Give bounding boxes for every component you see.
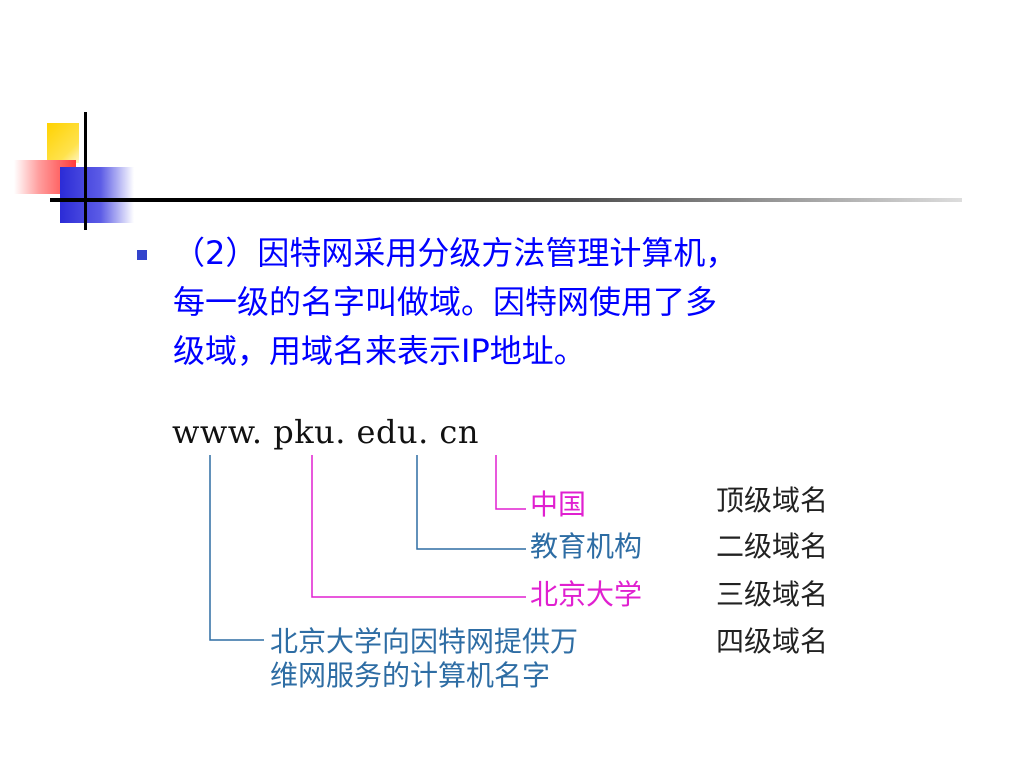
domain-name-example: www. pku. edu. cn: [172, 413, 479, 451]
bullet-text-line: 每一级的名字叫做域。因特网使用了多: [173, 283, 718, 321]
decor-blue-square: [60, 167, 134, 223]
connector-pku: [311, 455, 526, 598]
meaning-label-line: 维网服务的计算机名字: [270, 659, 551, 692]
meaning-label-edu: 教育机构: [530, 530, 643, 563]
level-label-third: 三级域名: [716, 578, 829, 611]
meaning-label-cn: 中国: [530, 488, 587, 521]
meaning-label-pku: 北京大学: [530, 578, 643, 611]
connector-edu: [416, 455, 526, 550]
meaning-label-www: 北京大学向因特网提供万 维网服务的计算机名字: [270, 625, 578, 693]
level-label-fourth: 四级域名: [716, 625, 829, 658]
level-label-second: 二级域名: [716, 530, 829, 563]
bullet-text: （2）因特网采用分级方法管理计算机， 每一级的名字叫做域。因特网使用了多 级域，…: [173, 229, 963, 376]
meaning-label-line: 北京大学向因特网提供万: [270, 625, 579, 658]
connector-www: [209, 455, 264, 641]
title-divider-line: [50, 198, 962, 202]
bullet-icon: [137, 250, 147, 260]
decor-vertical-line: [84, 112, 87, 230]
connector-cn: [495, 455, 526, 510]
decor-yellow-square: [47, 123, 79, 163]
level-label-top: 顶级域名: [716, 484, 829, 517]
bullet-text-line: 级域，用域名来表示IP地址。: [173, 332, 586, 370]
bullet-text-line: （2）因特网采用分级方法管理计算机，: [173, 234, 738, 272]
